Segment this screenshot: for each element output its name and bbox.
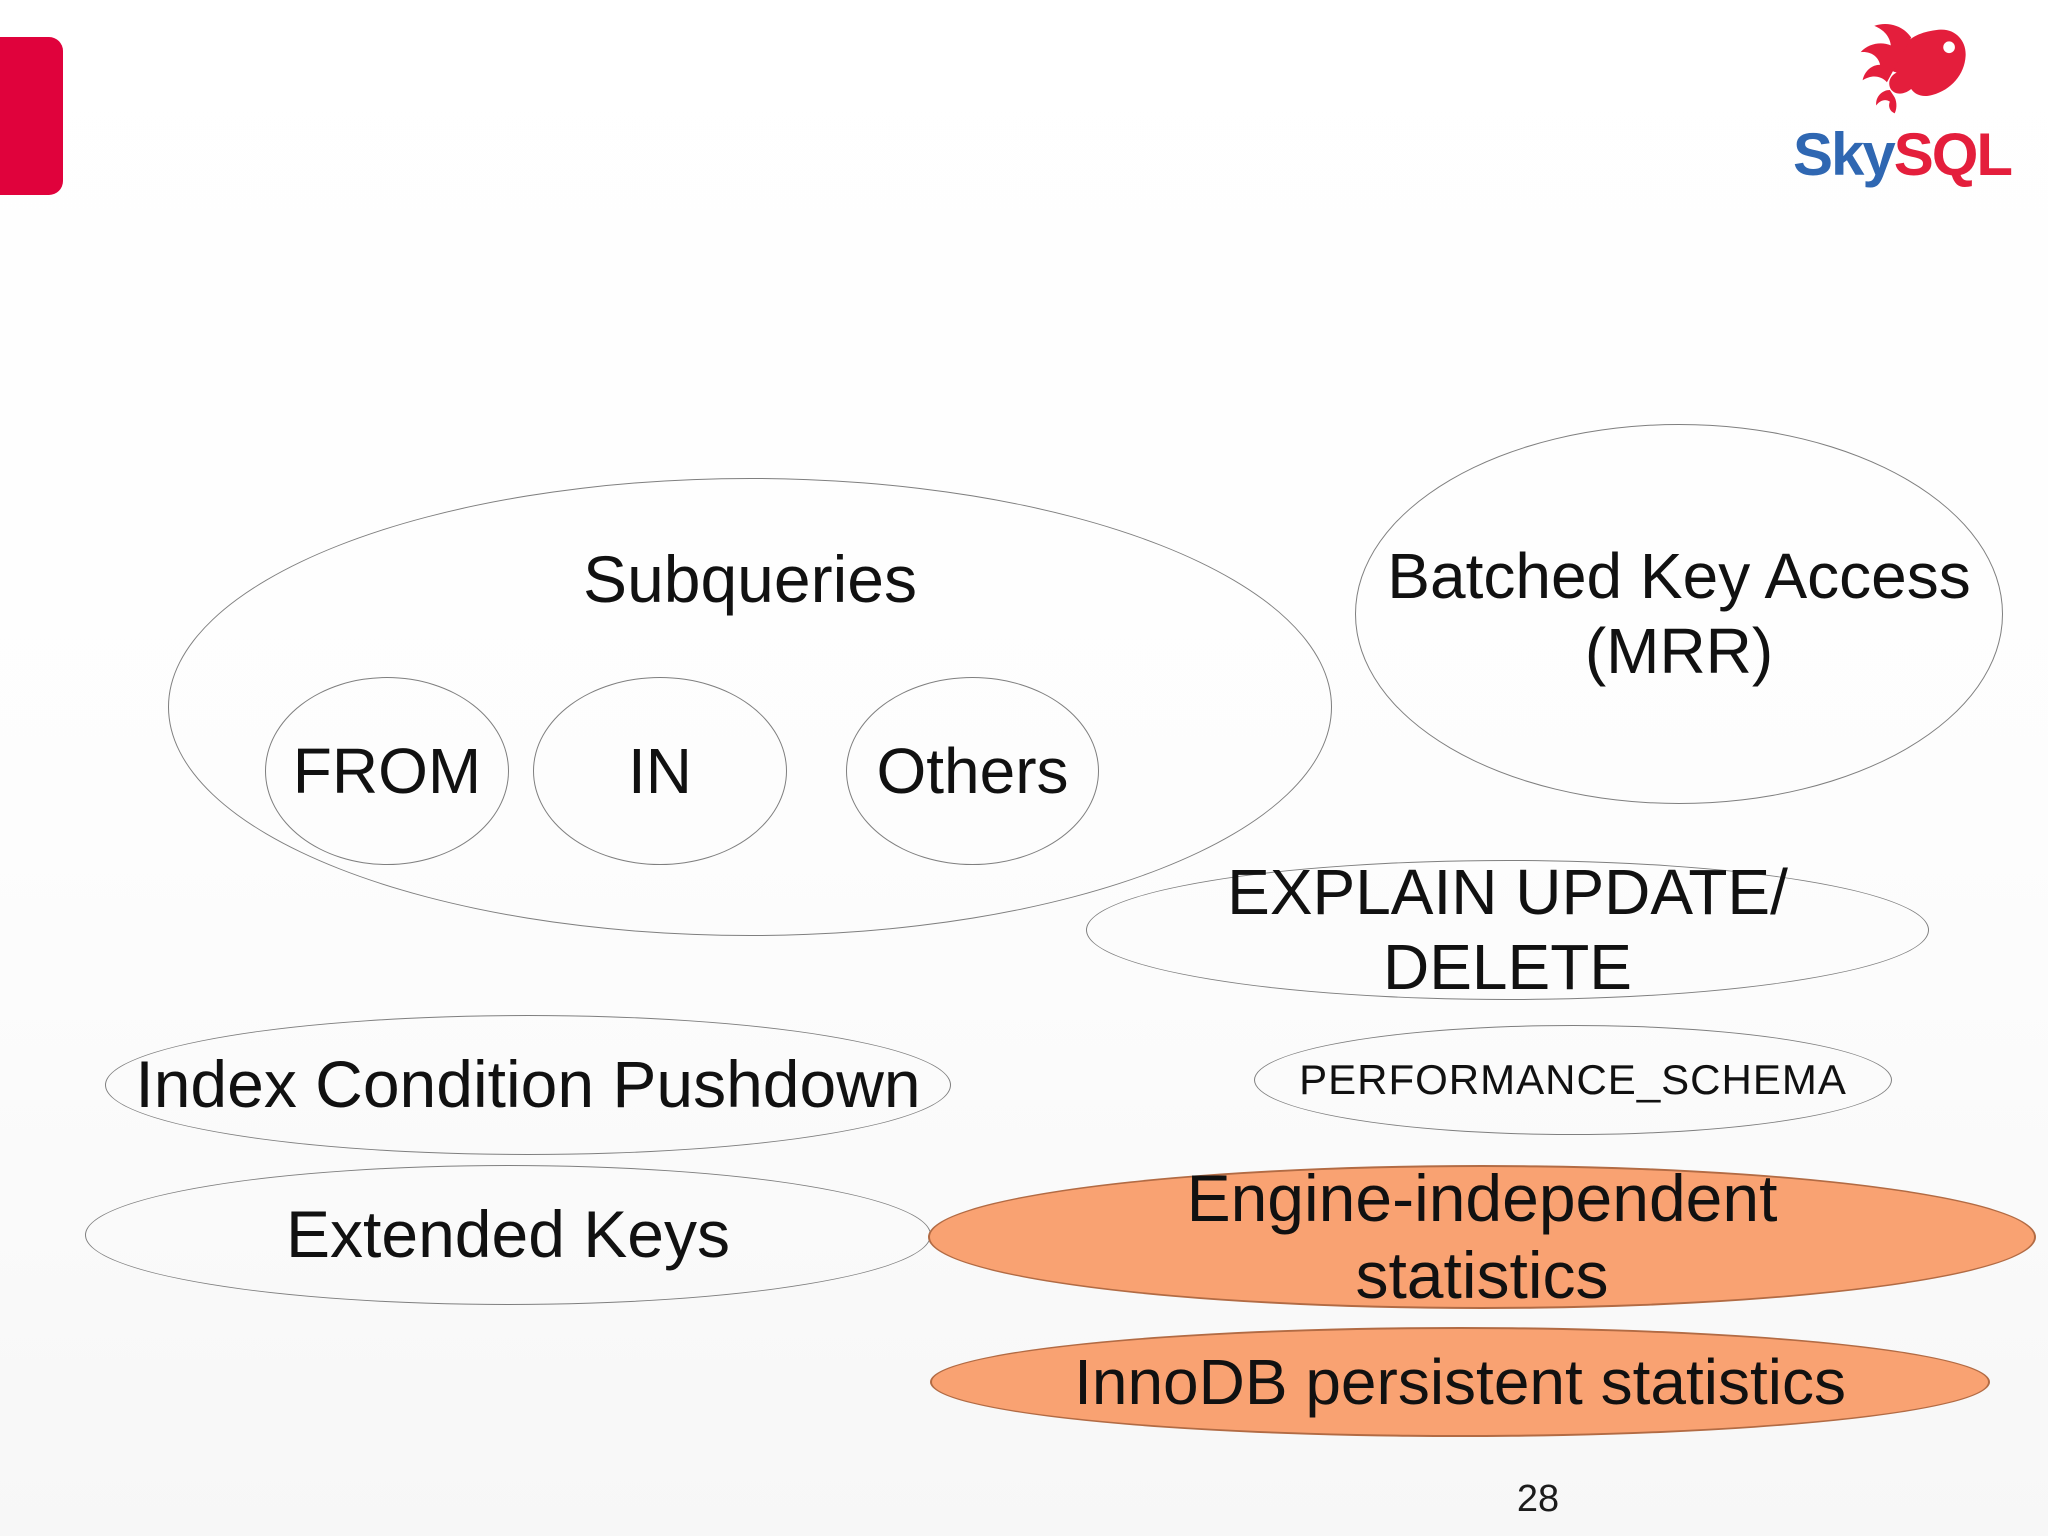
ellipse-explain-update-delete: EXPLAIN UPDATE/ DELETE: [1086, 856, 1929, 1003]
red-accent-bar: [0, 37, 63, 195]
ellipse-subqueries: Subqueries: [168, 478, 1332, 936]
ellipse-batched-key-access: Batched Key Access (MRR): [1355, 424, 2003, 804]
ellipse-from: FROM: [265, 677, 509, 865]
bka-label-line2: (MRR): [1584, 615, 1774, 687]
engine-stats-label-line2: statistics: [1355, 1238, 1609, 1312]
ellipse-in: IN: [533, 677, 787, 865]
innodb-stats-label: InnoDB persistent statistics: [1074, 1345, 1846, 1418]
engine-stats-label-line1: Engine-independent: [1186, 1160, 1778, 1235]
explain-label-line1: EXPLAIN UPDATE/: [1227, 856, 1788, 929]
skysql-logo-text: SkySQL: [1764, 125, 2040, 185]
ellipse-extended-keys: Extended Keys: [85, 1165, 931, 1305]
logo-sky-word: Sky: [1792, 121, 1896, 188]
others-label: Others: [876, 734, 1069, 807]
performance-schema-label: PERFORMANCE_SCHEMA: [1299, 1056, 1847, 1104]
explain-label-line2: DELETE: [1383, 931, 1632, 1003]
skysql-bird-icon: [1852, 22, 1984, 124]
skysql-logo: SkySQL: [1764, 20, 2040, 185]
bka-label-line1: Batched Key Access: [1387, 540, 1971, 613]
from-label: FROM: [292, 734, 482, 807]
subqueries-label: Subqueries: [583, 542, 917, 616]
ellipse-performance-schema: PERFORMANCE_SCHEMA: [1254, 1025, 1892, 1135]
ellipse-innodb-persistent-statistics: InnoDB persistent statistics: [930, 1327, 1990, 1437]
ellipse-index-condition-pushdown: Index Condition Pushdown: [105, 1015, 951, 1155]
icp-label: Index Condition Pushdown: [135, 1047, 921, 1122]
in-label: IN: [628, 734, 692, 807]
extended-keys-label: Extended Keys: [286, 1197, 730, 1272]
page-number: 28: [1516, 1478, 1560, 1520]
ellipse-engine-independent-statistics: Engine-independent statistics: [928, 1161, 2036, 1312]
ellipse-others: Others: [846, 677, 1099, 865]
logo-sql-word: SQL: [1893, 121, 2013, 188]
